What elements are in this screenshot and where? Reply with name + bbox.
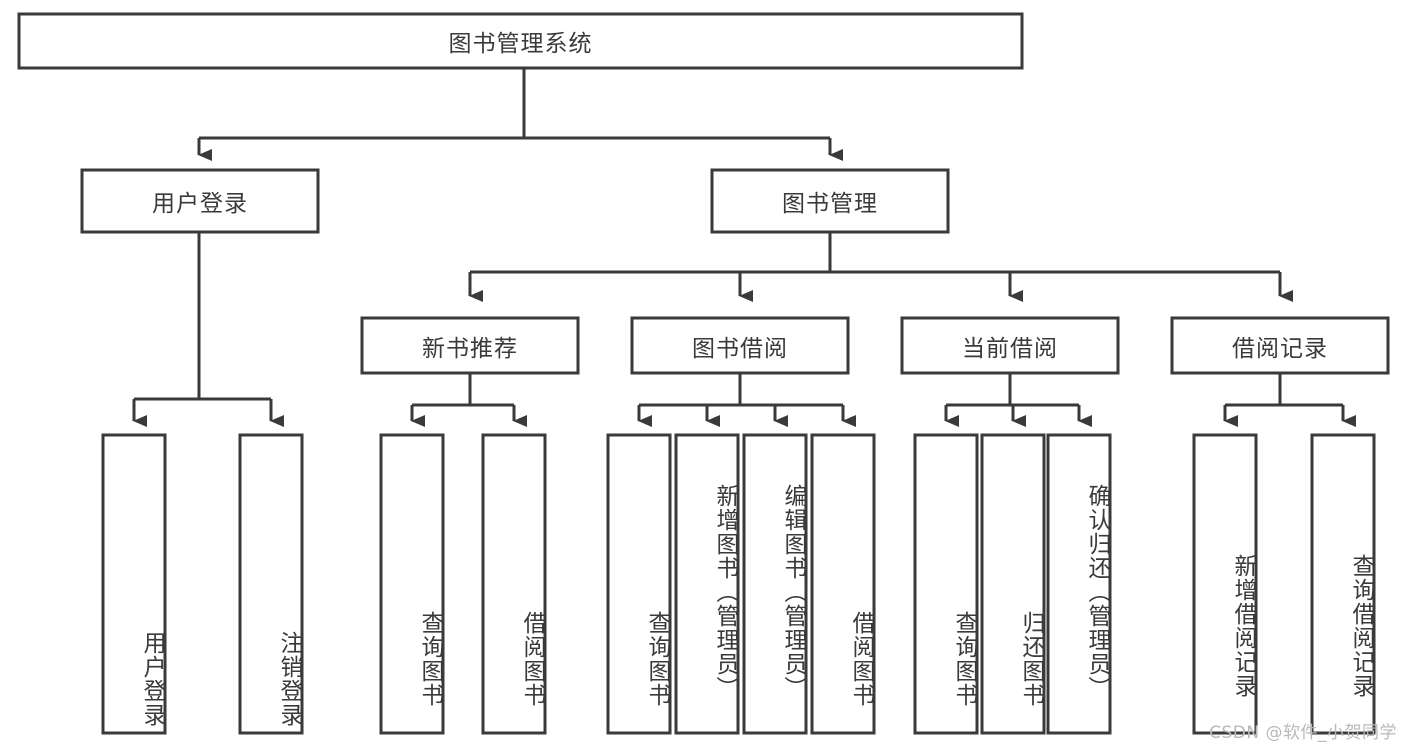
leaf-box-book-borrow-2[interactable] xyxy=(674,433,740,735)
connector-borrow-record-bus xyxy=(1225,373,1343,407)
node-box-book-manage[interactable] xyxy=(710,168,950,234)
connector-book-borrow-bus xyxy=(639,373,843,407)
leaf-box-current-borrow-3[interactable] xyxy=(1046,433,1112,735)
leaf-box-new-book-2[interactable] xyxy=(481,433,547,735)
leaf-box-new-book-1[interactable] xyxy=(379,433,445,735)
connector-user-login-bus xyxy=(134,232,271,401)
leaf-box-borrow-record-1[interactable] xyxy=(1192,433,1258,735)
node-box-user-login[interactable] xyxy=(80,168,320,234)
node-box-book-borrow[interactable] xyxy=(630,316,850,375)
leaf-box-borrow-record-2[interactable] xyxy=(1310,433,1376,735)
leaf-box-user-login-1[interactable] xyxy=(101,433,167,735)
leaf-box-book-borrow-4[interactable] xyxy=(810,433,876,735)
connector-new-book-bus xyxy=(412,373,514,407)
leaf-box-current-borrow-2[interactable] xyxy=(980,433,1046,735)
connector-book-manage-bus xyxy=(470,232,1280,274)
connector-root-bus xyxy=(199,68,830,140)
node-box-current-borrow[interactable] xyxy=(900,316,1120,375)
leaf-box-book-borrow-1[interactable] xyxy=(606,433,672,735)
leaf-box-current-borrow-1[interactable] xyxy=(913,433,979,735)
watermark-text: CSDN @软件_小贺同学 xyxy=(1209,723,1397,743)
node-box-new-book-recommend[interactable] xyxy=(360,316,580,375)
node-box-borrow-record[interactable] xyxy=(1170,316,1390,375)
connector-current-borrow-bus xyxy=(946,373,1079,407)
node-box-root[interactable] xyxy=(17,12,1024,70)
leaf-box-user-login-2[interactable] xyxy=(238,433,304,735)
leaf-box-book-borrow-3[interactable] xyxy=(742,433,808,735)
